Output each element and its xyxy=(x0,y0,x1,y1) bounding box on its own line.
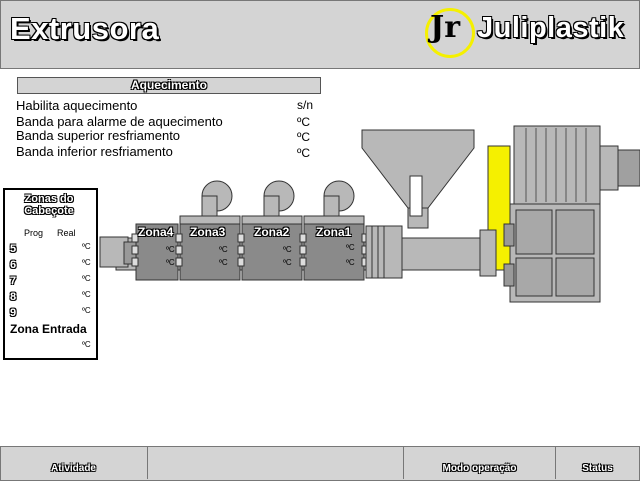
aquecimento-unit-banda-alarme[interactable]: ºC xyxy=(297,115,311,129)
cabecote-unit-6[interactable]: ºC xyxy=(82,258,91,267)
atividade-button[interactable]: Atividade xyxy=(0,447,148,479)
app-title: Extrusora xyxy=(10,11,160,46)
aquecimento-label-habilita: Habilita aquecimento xyxy=(16,98,138,113)
cabecote-zone-6: 6 xyxy=(10,259,17,271)
cabecote-zone-5: 5 xyxy=(10,243,17,255)
zona4-unit-prog[interactable]: ºC xyxy=(166,245,175,254)
cabecote-panel xyxy=(3,188,98,360)
aquecimento-unit-banda-inferior[interactable]: ºC xyxy=(297,146,311,160)
zona2-unit-real: ºC xyxy=(283,258,292,267)
motor xyxy=(513,125,601,205)
zona3-unit-real: ºC xyxy=(219,258,228,267)
logo-ring-icon xyxy=(425,8,475,58)
die-block xyxy=(99,236,129,268)
aquecimento-label-banda-superior: Banda superior resfriamento xyxy=(16,128,181,143)
header-bar xyxy=(0,0,640,69)
zona-entrada-unit[interactable]: ºC xyxy=(82,340,91,349)
zona1-unit-real: ºC xyxy=(346,258,355,267)
zona2-unit-prog[interactable]: ºC xyxy=(283,245,292,254)
blower-fan-zona4 xyxy=(201,180,233,217)
cabecote-col-real: Real xyxy=(57,228,76,238)
zona3-label: Zona3 xyxy=(190,225,226,239)
zona1-label: Zona1 xyxy=(316,225,352,239)
heater-zona3 xyxy=(179,215,241,281)
cabecote-unit-8[interactable]: ºC xyxy=(82,290,91,299)
aquecimento-title: Aquecimento xyxy=(17,77,321,94)
heater-zona2 xyxy=(241,215,303,281)
cabecote-zone-7: 7 xyxy=(10,275,17,287)
hopper-window xyxy=(409,175,423,217)
status-button[interactable]: Status xyxy=(582,463,613,474)
cabecote-unit-5[interactable]: ºC xyxy=(82,242,91,251)
zona1-unit-prog[interactable]: ºC xyxy=(346,243,355,252)
logo-mark: Jr xyxy=(430,10,460,45)
cabecote-zone-9: 9 xyxy=(10,307,17,319)
modo-operacao-button[interactable]: Modo operação xyxy=(404,447,556,479)
heater-zona4 xyxy=(135,223,179,281)
footer-message-area xyxy=(148,447,404,479)
blower-fan-zona3 xyxy=(263,180,295,217)
coupling xyxy=(479,229,497,277)
cabecote-unit-7[interactable]: ºC xyxy=(82,274,91,283)
aquecimento-unit-habilita[interactable]: s/n xyxy=(297,98,314,112)
cabecote-col-prog: Prog xyxy=(24,228,44,238)
zona4-unit-real: ºC xyxy=(166,258,175,267)
blower-fan-zona2 xyxy=(323,180,355,217)
extruder-diagram xyxy=(99,125,640,303)
heater-zona1 xyxy=(303,215,365,281)
zona-entrada-label: Zona Entrada xyxy=(10,322,87,336)
cabecote-unit-9[interactable]: ºC xyxy=(82,306,91,315)
cabecote-title: Zonas do Cabeçote xyxy=(24,193,74,217)
brand-name: Juliplastik xyxy=(477,12,625,44)
aquecimento-unit-banda-superior[interactable]: ºC xyxy=(297,130,311,144)
zona4-label: Zona4 xyxy=(138,225,174,239)
aquecimento-label-banda-inferior: Banda inferior resfriamento xyxy=(16,144,173,159)
aquecimento-label-banda-alarme: Banda para alarme de aquecimento xyxy=(16,114,223,129)
zona3-unit-prog[interactable]: ºC xyxy=(219,245,228,254)
zona2-label: Zona2 xyxy=(254,225,290,239)
cabecote-zone-8: 8 xyxy=(10,291,17,303)
